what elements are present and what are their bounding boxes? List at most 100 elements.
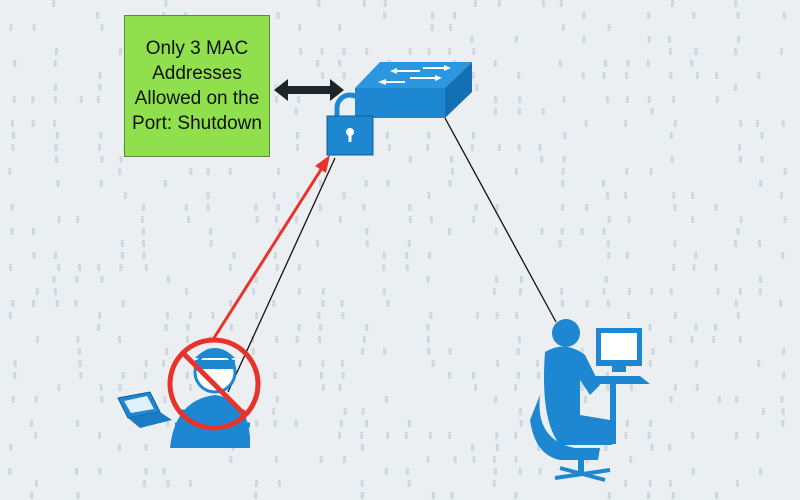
matrix-glyph: [297, 288, 301, 295]
matrix-glyph: [648, 360, 652, 367]
matrix-glyph: [691, 192, 695, 199]
matrix-glyph: [8, 312, 12, 319]
matrix-glyph: [673, 312, 677, 319]
matrix-glyph: [448, 228, 452, 235]
matrix-glyph: [360, 444, 364, 451]
matrix-glyph: [646, 492, 650, 499]
matrix-glyph: [427, 348, 431, 355]
matrix-glyph: [495, 204, 499, 211]
matrix-glyph: [386, 432, 390, 439]
matrix-glyph: [319, 456, 323, 463]
matrix-glyph: [453, 12, 457, 19]
matrix-glyph: [671, 0, 675, 7]
matrix-glyph: [472, 48, 476, 55]
matrix-glyph: [431, 492, 435, 499]
matrix-glyph: [607, 492, 611, 499]
matrix-glyph: [343, 408, 347, 415]
matrix-glyph: [648, 324, 652, 331]
matrix-glyph: [580, 228, 584, 235]
matrix-glyph: [319, 180, 323, 187]
double-arrow-icon: [274, 79, 344, 101]
matrix-glyph: [585, 300, 589, 307]
matrix-glyph: [119, 156, 123, 163]
matrix-glyph: [144, 444, 148, 451]
matrix-glyph: [673, 384, 677, 391]
matrix-glyph: [362, 336, 366, 343]
matrix-glyph: [538, 468, 542, 475]
matrix-glyph: [362, 204, 366, 211]
matrix-glyph: [580, 384, 584, 391]
matrix-glyph: [647, 432, 651, 439]
matrix-glyph: [580, 348, 584, 355]
matrix-glyph: [514, 384, 518, 391]
matrix-glyph: [76, 336, 80, 343]
matrix-glyph: [426, 324, 430, 331]
matrix-glyph: [736, 480, 740, 487]
matrix-glyph: [365, 420, 369, 427]
matrix-glyph: [650, 108, 654, 115]
matrix-glyph: [516, 372, 520, 379]
matrix-glyph: [739, 120, 743, 127]
matrix-glyph: [649, 420, 653, 427]
matrix-glyph: [450, 492, 454, 499]
matrix-glyph: [472, 456, 476, 463]
matrix-glyph: [627, 312, 631, 319]
matrix-glyph: [187, 216, 191, 223]
matrix-glyph: [321, 384, 325, 391]
matrix-glyph: [758, 276, 762, 283]
matrix-glyph: [519, 420, 523, 427]
matrix-glyph: [514, 456, 518, 463]
matrix-glyph: [695, 360, 699, 367]
matrix-glyph: [32, 24, 36, 31]
matrix-glyph: [118, 444, 122, 451]
matrix-glyph: [756, 432, 760, 439]
matrix-glyph: [736, 312, 740, 319]
matrix-glyph: [627, 216, 631, 223]
matrix-glyph: [360, 480, 364, 487]
matrix-glyph: [255, 420, 259, 427]
link-switch-user: [444, 117, 557, 323]
matrix-glyph: [275, 336, 279, 343]
matrix-glyph: [13, 372, 17, 379]
matrix-glyph: [274, 456, 278, 463]
matrix-glyph: [514, 168, 518, 175]
matrix-glyph: [738, 288, 742, 295]
matrix-glyph: [668, 444, 672, 451]
matrix-glyph: [694, 48, 698, 55]
matrix-glyph: [362, 0, 366, 7]
matrix-glyph: [9, 24, 13, 31]
matrix-glyph: [321, 360, 325, 367]
matrix-glyph: [321, 72, 325, 79]
matrix-glyph: [585, 204, 589, 211]
matrix-glyph: [559, 0, 563, 7]
matrix-glyph: [471, 72, 475, 79]
matrix-glyph: [714, 264, 718, 271]
matrix-glyph: [471, 132, 475, 139]
matrix-glyph: [121, 300, 125, 307]
matrix-glyph: [624, 192, 628, 199]
matrix-glyph: [319, 324, 323, 331]
matrix-glyph: [668, 48, 672, 55]
matrix-glyph: [98, 432, 102, 439]
matrix-glyph: [651, 348, 655, 355]
matrix-glyph: [540, 228, 544, 235]
matrix-glyph: [34, 396, 38, 403]
matrix-glyph: [98, 144, 102, 151]
port-security-note-text: Only 3 MAC Addresses Allowed on the Port…: [132, 38, 262, 134]
matrix-glyph: [76, 492, 80, 499]
matrix-glyph: [277, 228, 281, 235]
matrix-glyph: [624, 480, 628, 487]
matrix-glyph: [602, 180, 606, 187]
matrix-glyph: [780, 396, 784, 403]
matrix-glyph: [254, 492, 258, 499]
matrix-glyph: [562, 156, 566, 163]
matrix-glyph: [536, 360, 540, 367]
matrix-glyph: [760, 156, 764, 163]
matrix-glyph: [317, 312, 321, 319]
matrix-glyph: [100, 156, 104, 163]
matrix-glyph: [606, 384, 610, 391]
matrix-glyph: [715, 72, 719, 79]
matrix-glyph: [13, 360, 17, 367]
matrix-glyph: [540, 156, 544, 163]
matrix-glyph: [386, 300, 390, 307]
